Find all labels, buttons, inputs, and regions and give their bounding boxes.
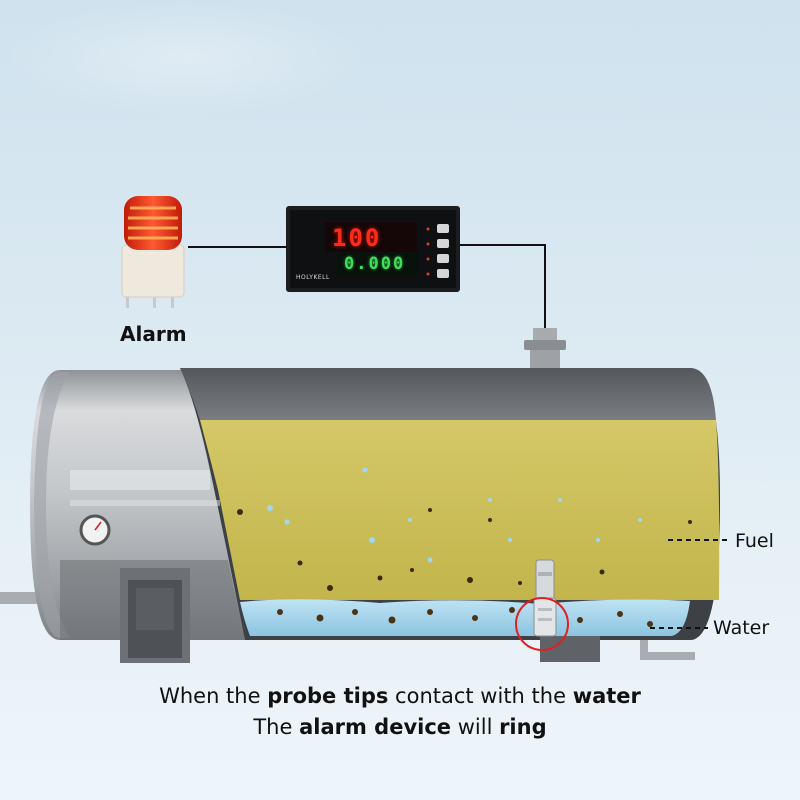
probe-contact-highlight [515,597,569,651]
caption-line-1: When the probe tips contact with the wat… [159,684,641,708]
probe [533,559,557,637]
tank-support-left [120,568,190,663]
brand-label: HOLYKELL [296,274,330,281]
fuel-tank [30,368,720,663]
water-droplets [267,467,642,563]
probe-mount-flange [524,328,566,368]
display-bottom-value: 0.000 [344,254,406,274]
background-glow [0,0,370,115]
level-controller [286,206,460,292]
outlet-pipe [640,640,695,660]
water-label: Water [713,617,770,639]
fuel-particles [237,508,692,591]
caption-line-2: The alarm device will ring [253,715,547,739]
alarm-lamp [121,196,185,308]
water-layer [240,599,690,636]
fuel-layer [200,420,720,600]
pressure-gauge-icon [79,514,111,546]
alarm-label: Alarm [120,322,187,346]
fuel-label: Fuel [735,530,774,552]
sediment-particles [277,607,653,627]
display-top-value: 100 [332,224,382,252]
